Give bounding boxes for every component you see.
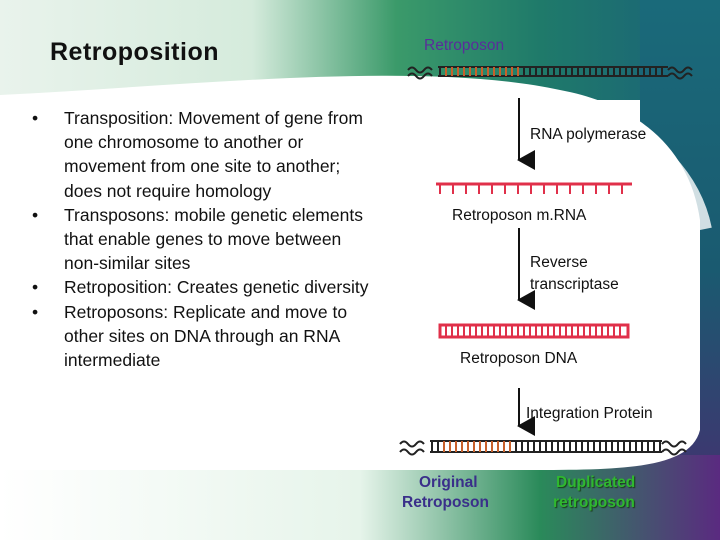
reverse-transcriptase-label-line2: transcriptase	[530, 276, 619, 293]
bullet-text: Retroposition: Creates genetic diversity	[64, 277, 369, 298]
rna-polymerase-label: RNA polymerase	[530, 126, 647, 143]
retroposon-label: Retroposon	[424, 37, 505, 54]
bullet-marker: •	[32, 301, 39, 322]
bullet-text: Transposons: mobile genetic elements tha…	[64, 204, 363, 274]
original-retroposon-label-line2: Retroposon	[402, 494, 489, 511]
bullet-marker: •	[32, 277, 39, 298]
bullet-item: • Retroposons: Replicate and move to othe…	[28, 300, 378, 373]
bullet-item: • Transposons: mobile genetic elements th…	[28, 203, 378, 276]
bullet-item: • Transposition: Movement of gene from on…	[28, 106, 378, 203]
slide-title: Retroposition	[50, 38, 219, 66]
mrna-label: Retroposon m.RNA	[452, 207, 587, 224]
duplicated-retroposon-label-line1: Duplicated	[556, 474, 636, 491]
integration-protein-label: Integration Protein	[526, 405, 653, 422]
retroposon-dna-strand	[438, 323, 630, 339]
genomic-dna-strand-top	[407, 66, 693, 80]
bullet-text: Retroposons: Replicate and move to other…	[64, 301, 348, 371]
bullet-text: Transposition: Movement of gene from one…	[64, 108, 363, 201]
reverse-transcriptase-label-line1: Reverse	[530, 254, 588, 271]
strand-rungs	[439, 67, 663, 76]
bullet-marker: •	[32, 204, 39, 225]
mrna-strand	[436, 182, 632, 194]
bullet-item: • Retroposition: Creates genetic diversit…	[28, 275, 378, 299]
retroposon-dna-label: Retroposon DNA	[460, 350, 578, 367]
genomic-dna-strand-bottom	[399, 440, 687, 456]
duplicated-retroposon-label-line2: retroposon	[553, 494, 635, 511]
original-retroposon-label-line1: Original	[419, 474, 478, 491]
bullet-list: • Transposition: Movement of gene from on…	[28, 106, 378, 372]
bullet-marker: •	[32, 108, 39, 128]
